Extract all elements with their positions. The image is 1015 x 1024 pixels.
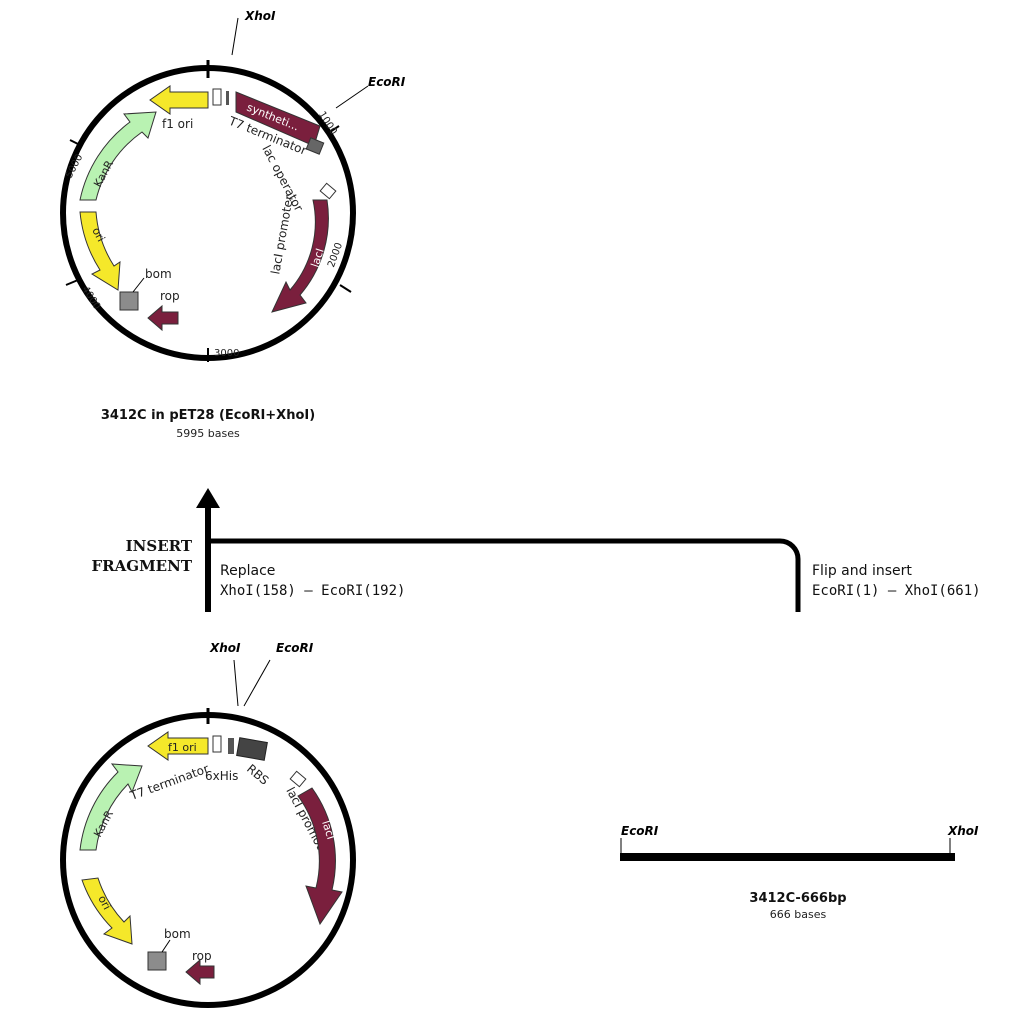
bottom-laci-arrow <box>297 787 343 926</box>
insert-fragment-map: EcoRI XhoI 3412C-666bp 666 bases <box>620 824 979 921</box>
top-tick-3000-label: 3000 <box>214 348 239 359</box>
top-plasmid-title: 3412C in pET28 (EcoRI+XhoI) <box>101 408 315 423</box>
bottom-ecori-label: EcoRI <box>276 641 314 655</box>
top-ori-label: ori <box>89 225 107 244</box>
top-t7-box <box>212 88 222 106</box>
top-laci-arrow <box>271 199 329 313</box>
insert-fragment-label-line1: INSERT <box>126 537 193 555</box>
top-bom-leader <box>132 277 145 293</box>
fragment-xhoi-label: XhoI <box>947 824 979 838</box>
top-tick-2000 <box>339 284 352 293</box>
top-tick-4000-label: 4000 <box>79 284 102 311</box>
insert-fragment-label-line2: FRAGMENT <box>92 557 193 575</box>
bottom-rbs-box <box>236 737 268 761</box>
bottom-rop-arrow <box>185 958 215 986</box>
up-arrow-head <box>196 488 220 508</box>
bottom-f1-ori-label: f1 ori <box>168 741 197 754</box>
bottom-xhoi-label: XhoI <box>209 641 241 655</box>
top-rop-label: rop <box>160 289 180 303</box>
bottom-laci-promoter-box <box>289 770 307 788</box>
top-t7-mark <box>226 91 229 105</box>
top-kanr-arrow <box>79 111 157 201</box>
fragment-ecori-label: EcoRI <box>621 824 659 838</box>
top-laci-promoter-label: lacI promoter <box>268 194 296 276</box>
top-lac-operator-box <box>305 137 325 155</box>
operation-connector: INSERT FRAGMENT Replace XhoI(158) — EcoR… <box>92 488 981 612</box>
top-laci-label: lacI <box>308 247 326 269</box>
bottom-his-label: 6xHis <box>205 769 238 783</box>
top-plasmid-map: XhoI EcoRI 1000 2000 3000 4000 5000 f1 o… <box>60 9 406 440</box>
top-laci-promoter-box <box>319 182 337 200</box>
bottom-bom-box <box>147 951 167 971</box>
bottom-ecori-leader <box>243 659 271 707</box>
top-ecori-leader <box>335 85 369 109</box>
fragment-path-line <box>210 538 801 612</box>
top-xhoi-label: XhoI <box>244 9 276 23</box>
bottom-f1-ori-arrow <box>147 731 209 761</box>
top-plasmid-length: 5995 bases <box>176 427 240 440</box>
fragment-title: 3412C-666bp <box>749 891 846 906</box>
top-f1-ori-arrow <box>149 85 209 115</box>
bottom-t7-box <box>212 735 222 753</box>
fragment-length: 666 bases <box>770 908 827 921</box>
top-rop-arrow <box>147 304 179 332</box>
bottom-his-mark <box>228 738 234 754</box>
top-tick-5000-label: 5000 <box>64 152 86 180</box>
bottom-ori-label: ori <box>95 893 113 912</box>
top-ecori-label: EcoRI <box>368 75 406 89</box>
top-ori-arrow <box>79 211 121 291</box>
top-tick-4000 <box>65 279 79 286</box>
flip-insert-label: Flip and insert <box>812 563 912 579</box>
replace-range: XhoI(158) — EcoRI(192) <box>220 583 405 599</box>
bottom-kanr-arrow <box>79 763 143 851</box>
top-tick-5000 <box>69 139 83 147</box>
top-bom-label: bom <box>145 267 172 281</box>
bottom-rop-label: rop <box>192 949 212 963</box>
bottom-rbs-label: RBS <box>244 762 271 788</box>
top-xhoi-leader <box>231 17 239 56</box>
top-f1-ori-label: f1 ori <box>162 117 193 131</box>
top-bom-box <box>119 291 139 311</box>
bottom-bom-label: bom <box>164 927 191 941</box>
bottom-plasmid-map: XhoI EcoRI f1 ori T7 terminator 6xHis RB… <box>60 641 356 1008</box>
bottom-bom-leader <box>161 939 171 953</box>
bottom-ori-arrow <box>81 877 133 945</box>
flip-insert-range: EcoRI(1) — XhoI(661) <box>812 583 981 599</box>
top-plasmid-backbone <box>60 65 356 361</box>
top-tick-1000 <box>326 125 340 135</box>
bottom-laci-label: lacI <box>319 819 337 841</box>
replace-label: Replace <box>220 563 275 579</box>
bottom-xhoi-leader <box>233 659 239 707</box>
